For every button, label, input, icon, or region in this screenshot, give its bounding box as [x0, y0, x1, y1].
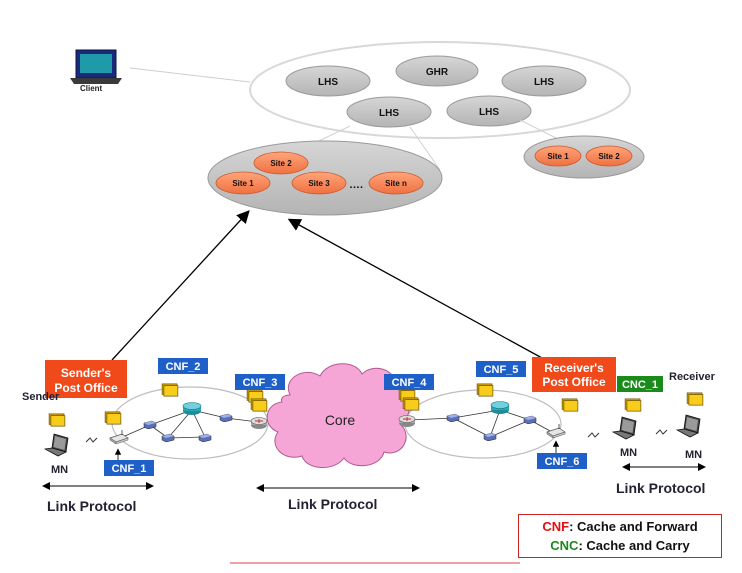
- ghr-node: GHR: [395, 55, 479, 87]
- svg-text:Post Office: Post Office: [542, 375, 606, 389]
- ellipsis-dots: ….: [349, 179, 363, 191]
- lhs-site-line: [519, 119, 561, 141]
- cnf-label-badge: CNF_6: [537, 453, 587, 469]
- svg-text:Site 1: Site 1: [232, 179, 254, 188]
- client-computer-icon: [70, 49, 122, 84]
- core-label: Core: [325, 412, 356, 428]
- client-label: Client: [80, 84, 103, 93]
- sender-access-network: [111, 386, 269, 460]
- folder-icon: [161, 383, 179, 397]
- border-router-icon: [250, 417, 268, 430]
- legend-cnc-desc: : Cache and Carry: [578, 538, 690, 553]
- cnf-label-badge: CNF_1: [104, 460, 154, 476]
- site-node: Site 2: [585, 145, 633, 167]
- receiver-post-office-badge: Receiver's Post Office: [532, 357, 616, 392]
- svg-text:CNF_5: CNF_5: [484, 364, 519, 376]
- svg-text:CNF_4: CNF_4: [392, 377, 428, 389]
- lhs-label: LHS: [379, 108, 399, 119]
- router-icon: [182, 402, 202, 416]
- svg-text:CNF_3: CNF_3: [243, 377, 278, 389]
- svg-text:Site 2: Site 2: [598, 152, 620, 161]
- folder-icon: [48, 413, 66, 427]
- switch-icon: [483, 432, 497, 441]
- site-node: Site 3: [291, 171, 347, 195]
- legend-cnc-key: CNC: [550, 538, 579, 553]
- lhs-node-top-left: LHS: [285, 65, 371, 97]
- legend-cnf-desc: : Cache and Forward: [569, 519, 698, 534]
- switch-icon: [523, 415, 537, 424]
- svg-text:CNF_2: CNF_2: [166, 361, 201, 373]
- legend-cnf-key: CNF: [542, 519, 570, 534]
- switch-icon: [198, 433, 212, 442]
- lhs-label: LHS: [479, 107, 499, 118]
- svg-text:Post Office: Post Office: [54, 381, 118, 395]
- folder-icon: [104, 411, 122, 425]
- svg-text:Receiver's: Receiver's: [544, 361, 604, 375]
- link-protocol-label: Link Protocol: [288, 496, 377, 512]
- folder-icon: [402, 397, 420, 411]
- folder-icon: [686, 392, 704, 406]
- link-protocol-label: Link Protocol: [47, 498, 136, 514]
- laptop-icon: [44, 433, 69, 457]
- lhs-site-line: [409, 126, 441, 171]
- folder-icon: [476, 383, 494, 397]
- site-node: Site 1: [215, 171, 271, 195]
- router-icon: [490, 401, 510, 415]
- svg-text:Site 2: Site 2: [270, 159, 292, 168]
- svg-text:Site 3: Site 3: [308, 179, 330, 188]
- sender-post-office-badge: Sender's Post Office: [45, 360, 127, 398]
- switch-icon: [219, 413, 233, 422]
- sender-label: Sender: [22, 391, 60, 403]
- mn-label: MN: [620, 447, 637, 459]
- svg-text:CNC_1: CNC_1: [622, 379, 658, 391]
- switch-icon: [446, 413, 460, 422]
- laptop-icon: [676, 414, 701, 438]
- sender-upload-arrow: [111, 210, 250, 361]
- folder-icon: [561, 398, 579, 412]
- wireless-link-icon: [587, 432, 600, 438]
- laptop-icon: [612, 416, 637, 440]
- svg-text:Site 1: Site 1: [547, 152, 569, 161]
- access-point-icon: [546, 424, 566, 439]
- ghr-ring: [249, 41, 631, 139]
- folder-icon: [624, 398, 642, 412]
- lhs-node-top-right: LHS: [501, 65, 587, 97]
- svg-text:Sender's: Sender's: [61, 366, 112, 380]
- mn-label: MN: [685, 449, 702, 461]
- folder-icon: [250, 398, 268, 412]
- svg-text:CNF_1: CNF_1: [112, 463, 147, 475]
- link-protocol-label: Link Protocol: [616, 480, 705, 496]
- ghr-label: GHR: [426, 67, 449, 78]
- lhs-label: LHS: [318, 77, 338, 88]
- receiver-label: Receiver: [669, 371, 716, 383]
- lhs-node-bottom-left: LHS: [346, 96, 432, 128]
- access-point-icon: [109, 430, 129, 445]
- cnf-label-badge: CNF_3: [235, 374, 285, 390]
- cnc-label-badge: CNC_1: [617, 376, 663, 392]
- legend-row-cnf: CNF: Cache and Forward: [519, 517, 721, 536]
- lhs-node-bottom-right: LHS: [446, 95, 532, 127]
- legend: CNF: Cache and Forward CNC: Cache and Ca…: [518, 514, 722, 558]
- wireless-link-icon: [85, 437, 98, 443]
- border-router-icon: [398, 415, 416, 428]
- core-cloud: [266, 363, 410, 468]
- svg-text:CNF_6: CNF_6: [545, 456, 580, 468]
- site-node: Site 1: [534, 145, 582, 167]
- cnf-label-badge: CNF_4: [384, 374, 434, 390]
- receiver-download-arrow: [287, 218, 543, 359]
- lhs-label: LHS: [534, 77, 554, 88]
- svg-text:Site n: Site n: [385, 179, 407, 188]
- cnf-label-badge: CNF_5: [476, 361, 526, 377]
- cnf-label-badge: CNF_2: [158, 358, 208, 374]
- site-node: Site 2: [253, 151, 309, 175]
- wireless-link-icon: [655, 429, 668, 435]
- client-connection-line: [129, 67, 251, 83]
- legend-row-cnc: CNC: Cache and Carry: [519, 536, 721, 555]
- site-node: Site n: [368, 171, 424, 195]
- mn-label: MN: [51, 464, 68, 476]
